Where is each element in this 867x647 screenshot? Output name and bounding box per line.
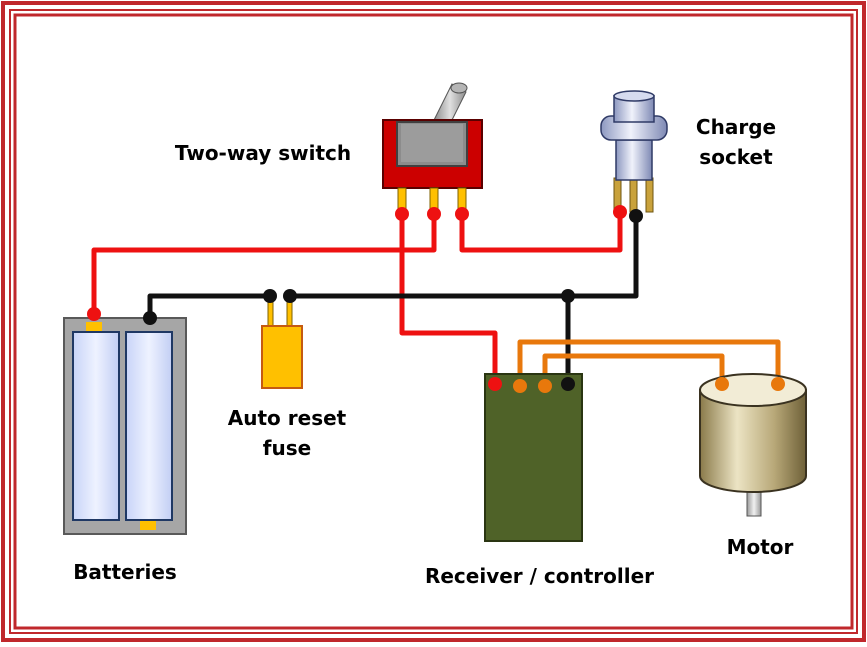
fuse-label-line2: fuse [262,436,312,460]
charge-socket-label-line1: Charge [695,115,777,139]
battery-cell-right [125,331,173,521]
red-wire-switch-to-battery [91,214,437,314]
battery-pack [63,317,187,535]
black-wire-fuse-to-socket [290,216,639,299]
two-way-switch [382,82,483,213]
orange-wire-receiver-motor-b [542,353,725,386]
battery-cell-left [72,331,120,521]
receiver-controller [484,373,583,542]
orange-connection-dots [513,377,785,393]
black-wire-battery-to-fuse [147,293,270,318]
receiver-controller-label: Receiver / controller [424,564,655,588]
red-wires [91,212,623,384]
charge-socket-label-line2: socket [699,145,773,169]
auto-reset-fuse [261,299,303,389]
charge-socket-label: Charge socket [686,112,786,172]
batteries-label: Batteries [73,560,177,584]
motor-label: Motor [726,535,794,559]
red-wire-switch-to-socket [459,212,623,253]
orange-wires [517,339,781,386]
red-wire-switch-to-receiver [399,214,498,384]
black-connection-dots [143,209,643,391]
battery-terminal-negative [140,520,156,530]
charge-socket [600,90,668,213]
fuse-label-line1: Auto reset [227,406,347,430]
orange-wire-receiver-motor-a [517,339,781,386]
auto-reset-fuse-label: Auto reset fuse [222,403,352,463]
red-connection-dots [87,205,627,391]
motor [699,373,807,517]
two-way-switch-label: Two-way switch [174,141,352,165]
battery-terminal-positive [86,322,102,332]
